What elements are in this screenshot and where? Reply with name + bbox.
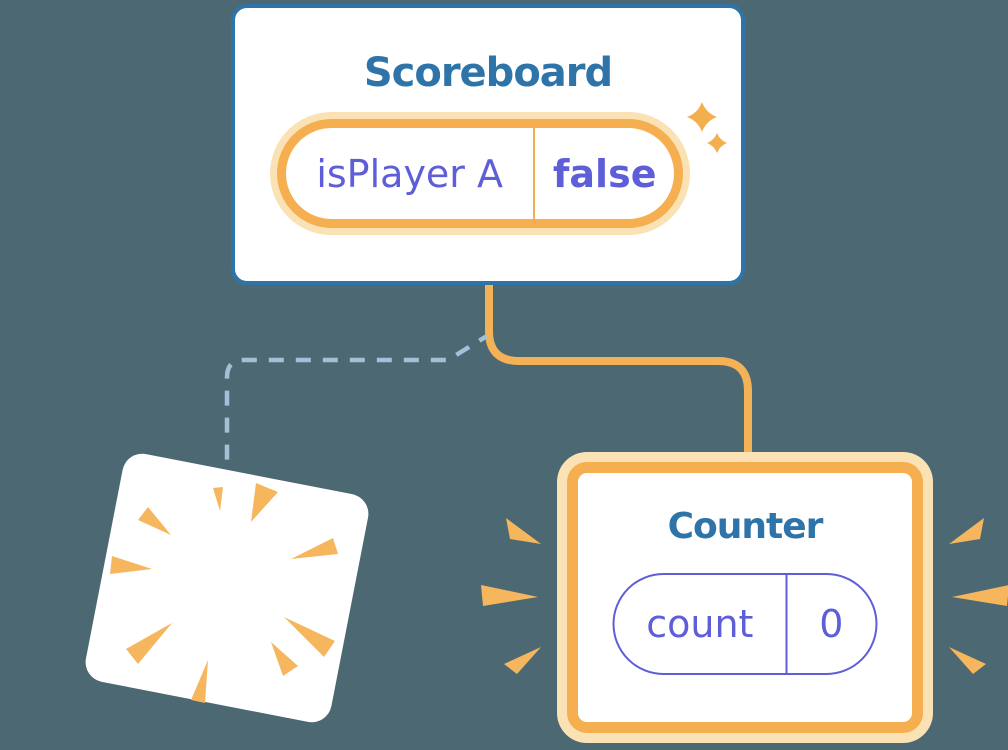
scoreboard-title: Scoreboard: [363, 50, 613, 96]
counter-state-pill: count 0: [612, 573, 878, 675]
connector-dashed-line: [224, 334, 489, 460]
emphasis-burst-right-icon: [949, 518, 1008, 674]
scoreboard-state-name: isPlayer A: [316, 151, 504, 196]
poof-burst-icon: [110, 483, 338, 703]
counter-card-inner: Counter count 0: [567, 462, 923, 733]
scoreboard-card: Scoreboard isPlayer A false: [231, 4, 745, 285]
connector-solid-line: [485, 285, 752, 460]
counter-card: Counter count 0: [557, 452, 933, 743]
scoreboard-state-value: false: [533, 128, 674, 219]
scoreboard-state-pill: isPlayer A false: [277, 119, 683, 228]
counter-state-value: 0: [785, 575, 875, 673]
counter-state-name: count: [646, 602, 754, 646]
destroyed-component-card: [85, 453, 369, 723]
counter-title: Counter: [667, 506, 824, 547]
emphasis-burst-left-icon: [481, 518, 541, 674]
